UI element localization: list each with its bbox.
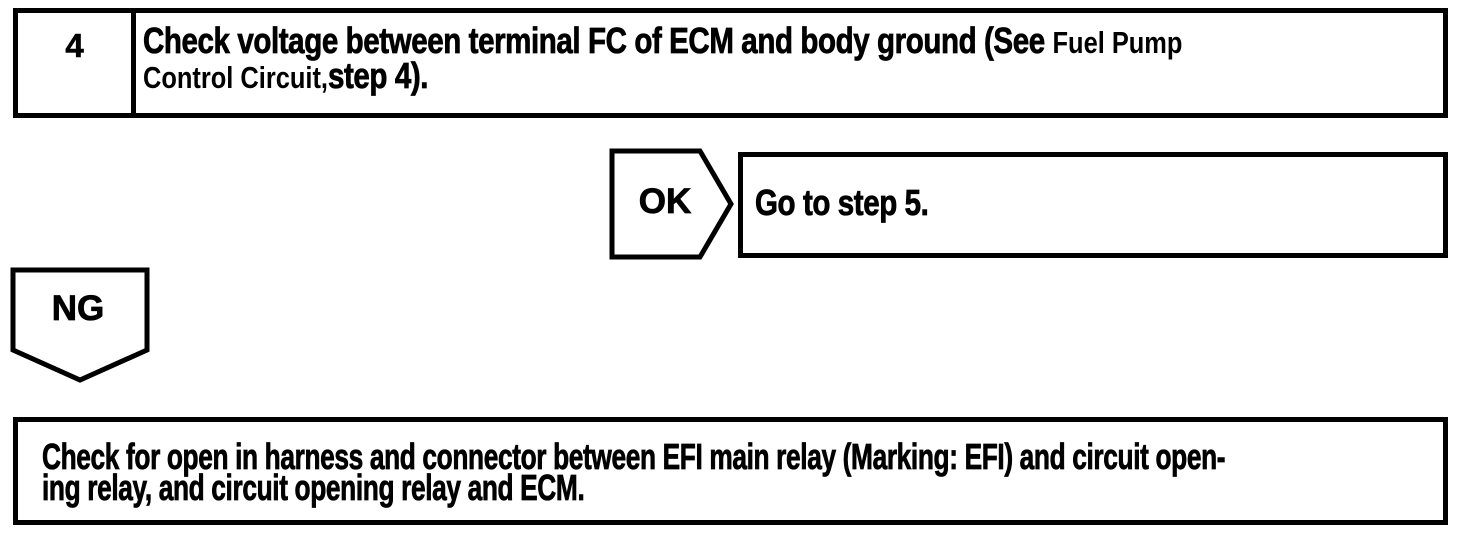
step-number-cell: 4: [18, 13, 136, 113]
step-instruction-line-1-reference: Fuel Pump: [1052, 25, 1183, 60]
ng-pentagon-down-icon: [10, 267, 150, 383]
step-instruction-line-2: Control Circuit,step 4).: [143, 55, 429, 96]
ok-connector: OK: [605, 145, 740, 265]
ok-pentagon-right-icon: [609, 148, 734, 260]
step-number: 4: [65, 27, 84, 64]
step-instruction-line-2-main: step 4).: [327, 55, 429, 96]
ng-result-box: Check for open in harness and connector …: [13, 417, 1448, 525]
ng-connector: NG: [8, 265, 153, 385]
step-instruction-line-1: Check voltage between terminal FC of ECM…: [143, 20, 1183, 61]
ng-result-line-1: Check for open in harness and connector …: [42, 436, 1226, 477]
ng-connector-label: NG: [51, 289, 105, 328]
step-instruction-line-1-main: Check voltage between terminal FC of ECM…: [143, 20, 1053, 61]
ng-result-line-2: ing relay, and circuit opening relay and…: [42, 467, 585, 508]
step-instruction-box: 4 Check voltage between terminal FC of E…: [13, 8, 1448, 118]
ok-connector-label: OK: [638, 182, 692, 221]
ok-action-box: Go to step 5.: [738, 152, 1448, 258]
step-instruction-line-2-reference: Control Circuit,: [143, 60, 328, 95]
ok-action-text: Go to step 5.: [755, 182, 930, 223]
